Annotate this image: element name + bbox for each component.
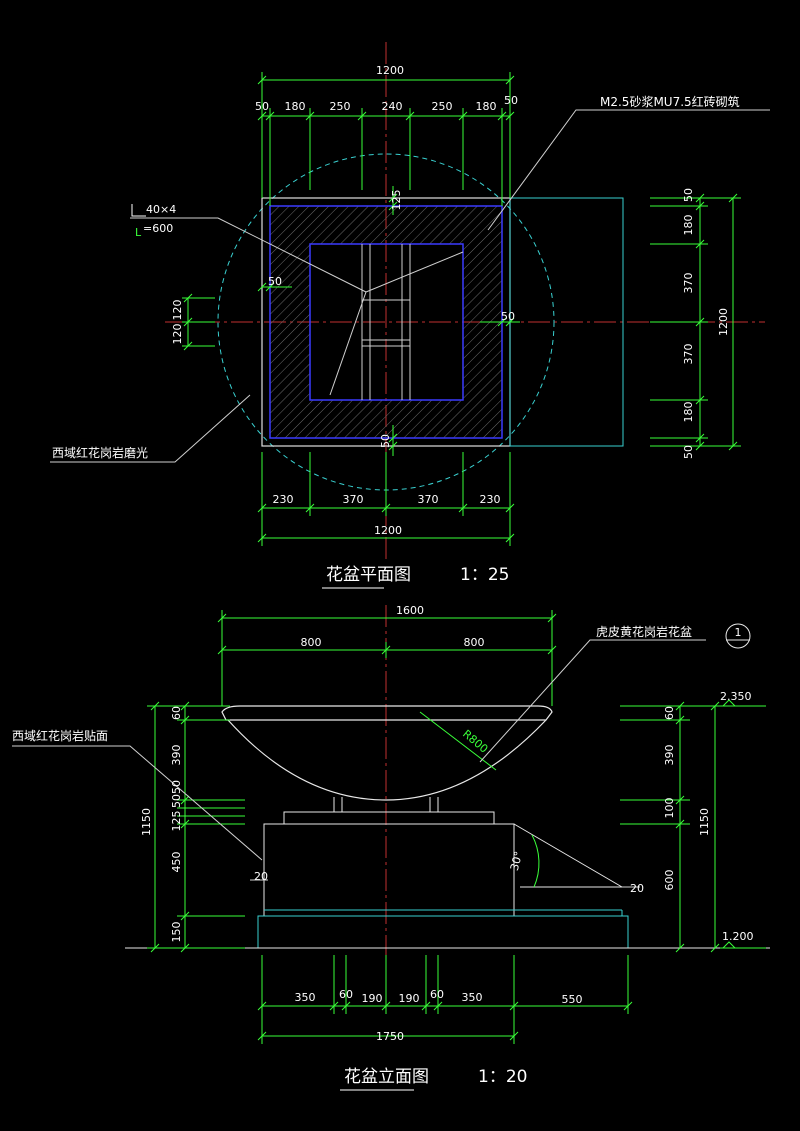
- elev-right-dim: 100: [663, 798, 676, 819]
- elev-bottom-dim: 550: [562, 993, 583, 1006]
- plan-top-dim: 50: [255, 100, 269, 113]
- plan-bottom-dim: 230: [273, 493, 294, 506]
- note-cladding: 西域红花岗岩贴面: [12, 728, 108, 743]
- plan-bottom-dim: 370: [343, 493, 364, 506]
- plan-view: L 1200 50 180 250 240 250 180 50 230 370…: [50, 42, 770, 589]
- elev-left-dim: 60: [170, 706, 183, 720]
- plan-top-dim: 180: [476, 100, 497, 113]
- elevation-title: 花盆立面图: [344, 1067, 429, 1087]
- elev-top-dim: 800: [301, 636, 322, 649]
- elev-bottom-dim: 350: [295, 991, 316, 1004]
- plan-right-dim: 50: [682, 445, 695, 459]
- plan-top-dim: 180: [285, 100, 306, 113]
- plan-left-dim: 120: [171, 324, 184, 345]
- plan-top-dim: 250: [432, 100, 453, 113]
- elev-left-dim: 5050: [170, 780, 183, 808]
- plan-bottom-dim: 370: [418, 493, 439, 506]
- note-pot: 虎皮黄花岗岩花盆: [596, 624, 692, 639]
- elev-bottom-dims: 350 60 190 190 60 350 550: [295, 988, 583, 1006]
- plan-inner-50-bottom: 50: [379, 434, 392, 448]
- note-angle-length: =600: [143, 222, 173, 235]
- elevation-view: 1 1600 800 800 60 390 5050 125 450 150 1…: [12, 604, 770, 1091]
- elev-left-dim: 390: [170, 745, 183, 766]
- plan-bottom-total: 1200: [374, 524, 402, 537]
- note-angle-size: 40×4: [146, 203, 176, 216]
- plan-top-dim: 50: [504, 94, 518, 107]
- elev-bottom-total: 1750: [376, 1030, 404, 1043]
- elev-top-total: 1600: [396, 604, 424, 617]
- plan-bottom-dim: 230: [480, 493, 501, 506]
- plan-title: 花盆平面图: [326, 565, 411, 585]
- elev-left-dim: 450: [170, 852, 183, 873]
- elevation-mark-top: 2.350: [720, 690, 752, 703]
- note-granite-polished: 西域红花岗岩磨光: [52, 445, 148, 460]
- plan-right-total: 1200: [717, 308, 730, 336]
- plan-right-dim: 370: [682, 273, 695, 294]
- elev-right-total: 1150: [698, 808, 711, 836]
- plan-inner-125: 125: [390, 190, 403, 211]
- elev-bottom-dim: 60: [339, 988, 353, 1001]
- elev-left-dims: 60 390 5050 125 450 150: [170, 706, 183, 943]
- small-20-right: 20: [630, 882, 644, 895]
- angle-label: 30°: [508, 850, 526, 872]
- elev-top-dim: 800: [464, 636, 485, 649]
- plan-top-dim: 240: [382, 100, 403, 113]
- plan-top-dims: 50 180 250 240 250 180 50: [255, 94, 518, 113]
- elev-bottom-dim: 350: [462, 991, 483, 1004]
- plan-bottom-dims: 230 370 370 230: [273, 493, 501, 506]
- elev-right-dims: 60 390 100 600: [663, 706, 676, 891]
- plan-right-dim: 370: [682, 344, 695, 365]
- plan-right-dim: 50: [682, 188, 695, 202]
- plan-right-dim: 180: [682, 215, 695, 236]
- angle-l-mark: L: [135, 226, 142, 239]
- plan-right-dim: 180: [682, 402, 695, 423]
- elev-right-dim: 60: [663, 706, 676, 720]
- elev-right-dim: 390: [663, 745, 676, 766]
- plan-inner-50-right: 50: [501, 310, 515, 323]
- small-20-left: 20: [254, 870, 268, 883]
- note-brick: M2.5砂浆MU7.5红砖砌筑: [600, 94, 740, 109]
- plan-right-dims: 50 180 370 370 180 50: [682, 188, 695, 459]
- plan-top-total: 1200: [376, 64, 404, 77]
- elev-left-total: 1150: [140, 808, 153, 836]
- plan-scale: 1：25: [460, 565, 509, 585]
- plan-left-dim: 120: [171, 300, 184, 321]
- elev-bottom-dim: 190: [362, 992, 383, 1005]
- elevation-scale: 1：20: [478, 1067, 527, 1087]
- radius-label: R800: [460, 727, 490, 755]
- plan-inner-50-left: 50: [268, 275, 282, 288]
- plan-top-dim: 250: [330, 100, 351, 113]
- callout-number: 1: [735, 626, 742, 639]
- elev-bottom-dim: 60: [430, 988, 444, 1001]
- elevation-mark-bottom: 1.200: [722, 930, 754, 943]
- elev-left-dim: 125: [170, 811, 183, 832]
- elev-left-dim: 150: [170, 922, 183, 943]
- callout-marker: 1: [725, 623, 751, 649]
- elev-bottom-dim: 190: [399, 992, 420, 1005]
- elev-right-dim: 600: [663, 870, 676, 891]
